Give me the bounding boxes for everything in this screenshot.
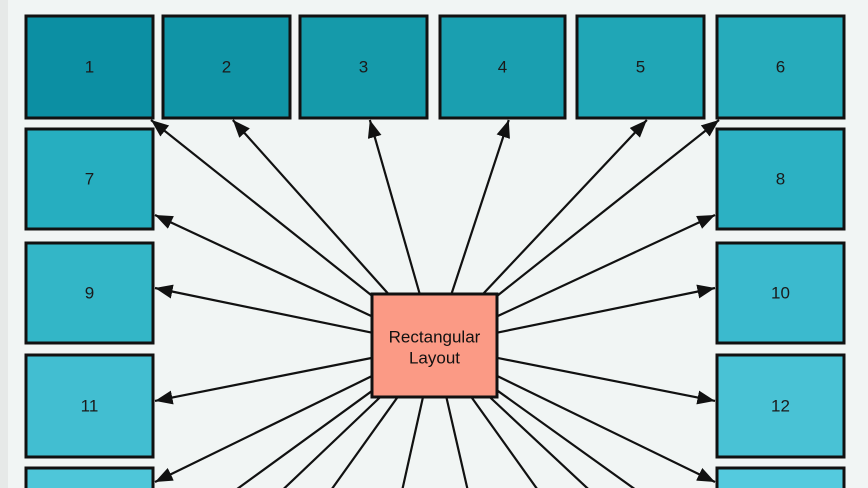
left-gutter-strip — [0, 0, 8, 488]
node-rect-11[interactable] — [24, 353, 155, 459]
node-5[interactable]: 5 — [575, 14, 706, 120]
center-node-label-line1: Rectangular — [389, 328, 481, 347]
edge-to-node-13 — [154, 375, 373, 483]
edge-offscreen-6 — [470, 396, 538, 488]
node-12[interactable]: 12 — [715, 353, 846, 459]
node-10[interactable]: 10 — [715, 241, 846, 345]
node-13[interactable]: 13 — [24, 466, 155, 488]
center-node-layer: Rectangular Layout — [370, 292, 499, 399]
node-rect-8[interactable] — [715, 127, 846, 231]
node-3[interactable]: 3 — [298, 14, 429, 120]
node-14[interactable]: 14 — [715, 466, 846, 488]
node-rect-4[interactable] — [438, 14, 567, 120]
node-label-7: 7 — [85, 169, 94, 188]
edge-to-node-1 — [150, 119, 373, 297]
edge-offscreen-5 — [445, 396, 469, 488]
edge-to-node-10 — [496, 284, 716, 334]
edge-to-node-11 — [154, 356, 373, 405]
node-rect-13[interactable] — [24, 466, 155, 488]
edge-offscreen-2 — [283, 396, 382, 488]
edge-offscreen-3 — [331, 396, 399, 488]
nodes-layer: 1234567891011121314 — [24, 14, 846, 488]
edge-to-node-9 — [154, 284, 373, 334]
node-label-3: 3 — [359, 57, 368, 76]
node-9[interactable]: 9 — [24, 241, 155, 345]
node-rect-6[interactable] — [715, 14, 846, 120]
node-rect-3[interactable] — [298, 14, 429, 120]
node-label-4: 4 — [498, 57, 507, 76]
node-label-2: 2 — [222, 57, 231, 76]
edge-to-node-5 — [482, 119, 648, 295]
center-node-rect[interactable] — [370, 292, 499, 399]
edge-to-node-4 — [450, 119, 510, 295]
edge-to-node-6 — [496, 119, 720, 297]
edge-offscreen-8 — [496, 389, 636, 488]
edges-layer — [150, 119, 720, 488]
node-label-10: 10 — [771, 283, 790, 302]
edge-to-node-12 — [496, 356, 716, 405]
edge-offscreen-7 — [488, 396, 589, 488]
edge-to-node-2 — [232, 119, 390, 295]
node-rect-2[interactable] — [161, 14, 292, 120]
edge-to-node-3 — [367, 119, 421, 295]
node-label-8: 8 — [776, 169, 785, 188]
node-label-9: 9 — [85, 283, 94, 302]
edge-offscreen-1 — [236, 390, 373, 488]
node-rect-7[interactable] — [24, 127, 155, 231]
node-label-6: 6 — [776, 57, 785, 76]
node-label-5: 5 — [636, 57, 645, 76]
node-11[interactable]: 11 — [24, 353, 155, 459]
edge-to-node-8 — [496, 214, 716, 318]
edge-offscreen-4 — [401, 396, 425, 488]
node-4[interactable]: 4 — [438, 14, 567, 120]
edge-to-node-7 — [154, 214, 373, 318]
node-8[interactable]: 8 — [715, 127, 846, 231]
node-label-12: 12 — [771, 396, 790, 415]
node-rect-14[interactable] — [715, 466, 846, 488]
node-label-11: 11 — [81, 396, 99, 415]
node-2[interactable]: 2 — [161, 14, 292, 120]
node-1[interactable]: 1 — [24, 14, 155, 120]
node-7[interactable]: 7 — [24, 127, 155, 231]
node-6[interactable]: 6 — [715, 14, 846, 120]
node-rect-12[interactable] — [715, 353, 846, 459]
node-rect-9[interactable] — [24, 241, 155, 345]
center-node-label-line2: Layout — [409, 349, 460, 368]
edge-to-node-14 — [496, 374, 716, 483]
node-rect-5[interactable] — [575, 14, 706, 120]
node-label-1: 1 — [85, 57, 94, 76]
node-rect-10[interactable] — [715, 241, 846, 345]
node-rect-1[interactable] — [24, 14, 155, 120]
